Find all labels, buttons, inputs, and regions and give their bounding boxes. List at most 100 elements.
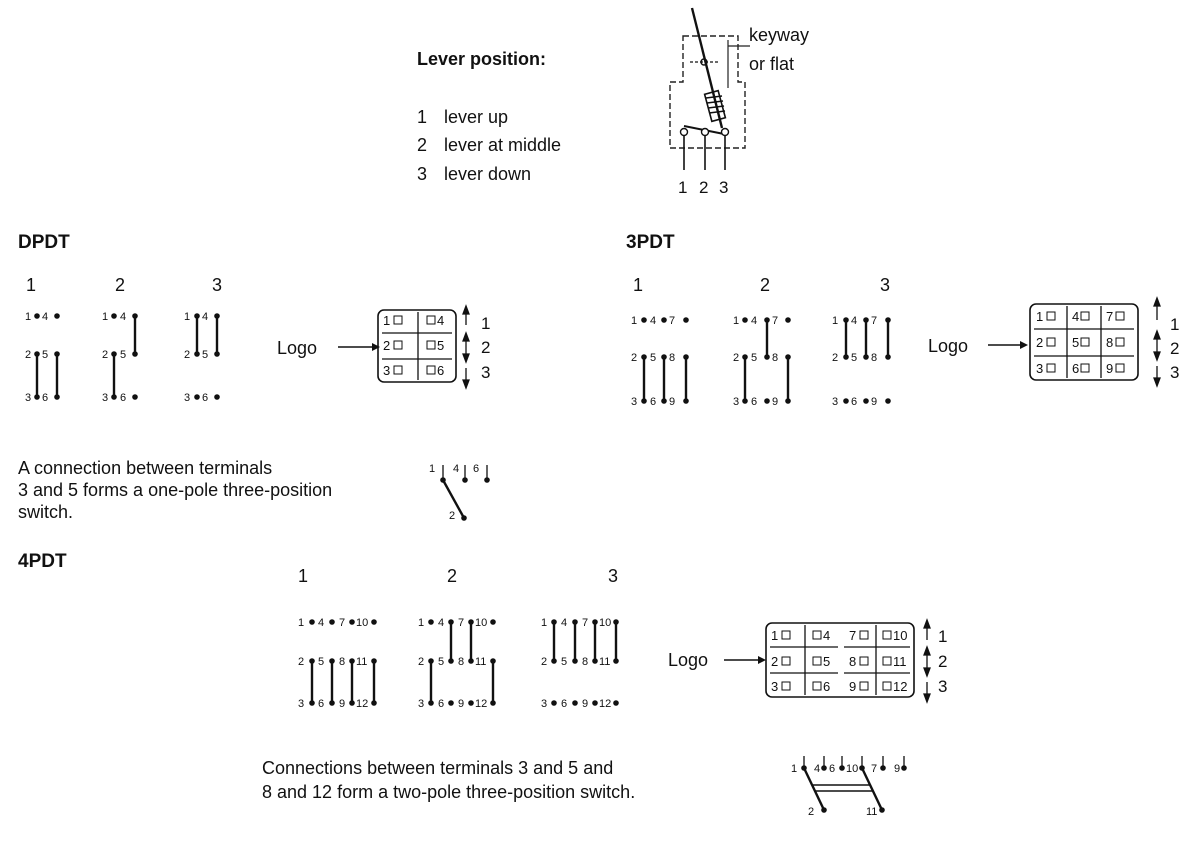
terminal-square	[859, 656, 869, 666]
terminal-dot	[572, 700, 578, 706]
terminal-label: 5	[120, 349, 126, 361]
terminal-label: 6	[437, 363, 444, 378]
spring-coil	[703, 89, 727, 123]
terminal-label: 2	[1036, 335, 1043, 350]
terminal-label: 12	[893, 679, 907, 694]
arrow-head	[1153, 329, 1161, 340]
terminal-label: 1	[481, 314, 490, 333]
terminal-label: 3	[184, 392, 190, 404]
terminal-dot	[111, 313, 117, 319]
terminal-label: 8	[339, 656, 345, 668]
terminal-label: 6	[318, 698, 324, 710]
terminal-label: 10	[893, 628, 907, 643]
connection-line	[708, 110, 726, 114]
terminal-dot	[371, 619, 377, 625]
terminal-label: 11	[599, 656, 610, 668]
note2-text: Connections between terminals 3 and 5 an…	[262, 756, 635, 804]
terminal-label: 1	[383, 313, 390, 328]
terminal-label: 5	[42, 349, 48, 361]
terminal-label: 2	[771, 654, 778, 669]
terminal-label: 11	[475, 656, 486, 668]
terminal-dot	[428, 619, 434, 625]
tpdt-position-arrows	[1153, 296, 1161, 388]
terminal-square	[1080, 337, 1090, 347]
terminal-label: 4	[120, 311, 126, 323]
arrow-head	[1153, 296, 1161, 307]
terminal-label: 11	[356, 656, 367, 668]
terminal-label: 8	[772, 352, 778, 364]
connection-line	[706, 100, 724, 104]
terminal-dot	[132, 394, 138, 400]
terminal-label: 12	[599, 698, 611, 710]
terminal-square	[426, 315, 436, 325]
terminal-label: 4	[453, 463, 459, 475]
terminal-label: 3	[383, 363, 390, 378]
dpdt-position-arrows	[462, 304, 470, 390]
terminal-square	[859, 630, 869, 640]
terminal-dot	[54, 313, 60, 319]
terminal-label: 7	[1106, 309, 1113, 324]
terminal-label: 7	[871, 315, 877, 327]
terminal-label: 8	[1106, 335, 1113, 350]
terminal-square	[812, 681, 822, 691]
terminal-square	[1115, 363, 1125, 373]
terminal-label: 1	[733, 315, 739, 327]
terminal-square	[882, 656, 892, 666]
terminal-dot	[839, 765, 845, 771]
terminal-square	[882, 630, 892, 640]
terminal-label: 3	[298, 698, 304, 710]
terminal-square	[426, 340, 436, 350]
terminal-label: 7	[669, 315, 675, 327]
terminal-label: 3	[938, 677, 947, 696]
terminal-label: 4	[814, 763, 820, 775]
note2-line: 8 and 12 form a two-pole three-position …	[262, 782, 636, 802]
terminal-label: 2	[541, 656, 547, 668]
note1-line: 3 and 5 forms a one-pole three-position	[18, 480, 333, 500]
terminal-dot	[880, 765, 886, 771]
arrow-head	[758, 656, 766, 664]
terminal-label: 10	[599, 617, 611, 629]
terminal-label: 3	[541, 698, 547, 710]
terminal-dot	[843, 398, 849, 404]
terminal-dot	[885, 398, 891, 404]
terminal-label: 3	[733, 396, 739, 408]
terminal-square	[1046, 363, 1056, 373]
terminal-label: 11	[866, 806, 877, 818]
terminal-dot	[821, 765, 827, 771]
terminal-label: 9	[849, 679, 856, 694]
terminal-label: 5	[650, 352, 656, 364]
terminal-label: 4	[42, 311, 48, 323]
switch-body-outline	[669, 35, 746, 149]
dpdt-position-label: 1	[26, 275, 37, 295]
terminal-label: 1	[102, 311, 108, 323]
terminal-label: 9	[772, 396, 778, 408]
terminal-label: 12	[356, 698, 368, 710]
terminal-label: 5	[438, 656, 444, 668]
terminal-label: 6	[438, 698, 444, 710]
terminal-label: 3	[631, 396, 637, 408]
terminal-label: 1	[541, 617, 547, 629]
terminal-label: 8	[871, 352, 877, 364]
note1-contact-bar	[441, 479, 466, 519]
fpdt-title: 4PDT	[18, 551, 67, 572]
terminal-dot	[329, 619, 335, 625]
terminal-label: 5	[561, 656, 567, 668]
keyway-label: keyway	[749, 25, 810, 45]
dpdt-pos2: 1 4 2 5 3 6	[102, 311, 138, 404]
terminal-dot	[214, 394, 220, 400]
terminal-dot	[901, 765, 907, 771]
terminal-label: 3	[771, 679, 778, 694]
terminal-label: 3	[481, 363, 490, 382]
tpdt-pos3: 1 4 7 2 5 8 3 6 9	[832, 315, 891, 408]
terminal-label: 8	[458, 656, 464, 668]
terminal-label: 2	[938, 652, 947, 671]
fpdt-position-label: 2	[447, 566, 458, 586]
terminal-label: 2	[383, 338, 390, 353]
dpdt-pos1: 1 4 2 5 3 6	[25, 311, 60, 404]
terminal-square	[1080, 363, 1090, 373]
terminal-square	[1046, 311, 1056, 321]
